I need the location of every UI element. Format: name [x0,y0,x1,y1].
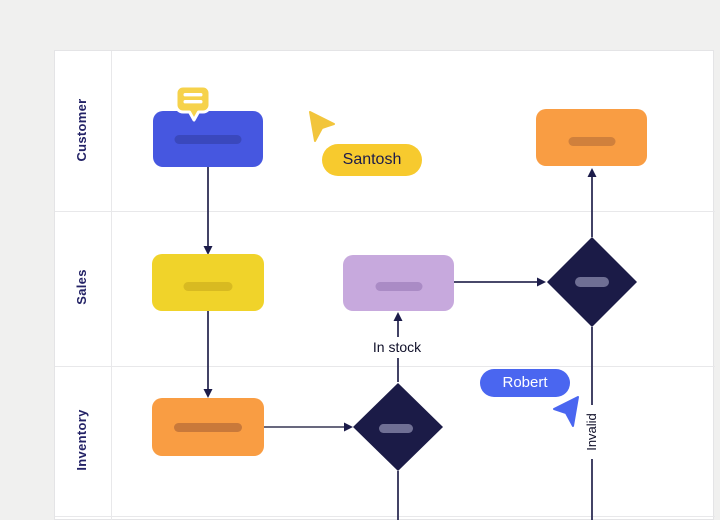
lane-divider-3 [55,516,715,517]
user-label-robert: Robert [480,369,570,397]
node-blue-rect[interactable] [153,111,263,167]
arrowhead-icon [344,422,353,432]
node-text-placeholder [375,282,422,291]
node-text-placeholder [183,282,233,291]
arrowhead-icon [537,277,546,287]
connector-purple-to-sales-diamond[interactable] [454,277,546,287]
user-label-santosh: Santosh [322,144,422,176]
pointer-cursor-icon-santosh [309,111,335,142]
lane-header-divider [111,51,112,520]
arrowhead-icon [203,246,213,255]
node-text-placeholder [568,137,615,146]
node-text-placeholder [174,135,242,144]
edge-label-in-stock[interactable]: In stock [366,337,428,358]
node-yellow-rect[interactable] [152,254,264,311]
lane-divider-1 [55,211,715,212]
comment-bubble-icon[interactable] [172,82,218,124]
arrowhead-icon [393,312,403,321]
node-text-placeholder [379,424,413,433]
decision-diamond-inventory[interactable] [353,383,443,471]
node-text-placeholder [575,277,609,287]
connector-orange-to-inventory-diamond[interactable] [264,422,353,432]
node-text-placeholder [174,423,242,432]
node-purple-rect[interactable] [343,255,454,311]
decision-diamond-sales[interactable] [547,237,637,327]
node-orange-rect-customer[interactable] [536,109,647,166]
arrowhead-icon [203,389,213,398]
edge-label-invalid[interactable]: Invalid [583,405,601,459]
connector-sales-diamond-to-orange[interactable] [587,168,597,237]
arrowhead-icon [587,168,597,177]
connector-yellow-to-orange[interactable] [203,311,213,398]
connector-blue-to-yellow[interactable] [203,167,213,255]
node-orange-rect-inventory[interactable] [152,398,264,456]
pointer-cursor-icon-robert [553,396,579,427]
lane-divider-2 [55,366,715,367]
